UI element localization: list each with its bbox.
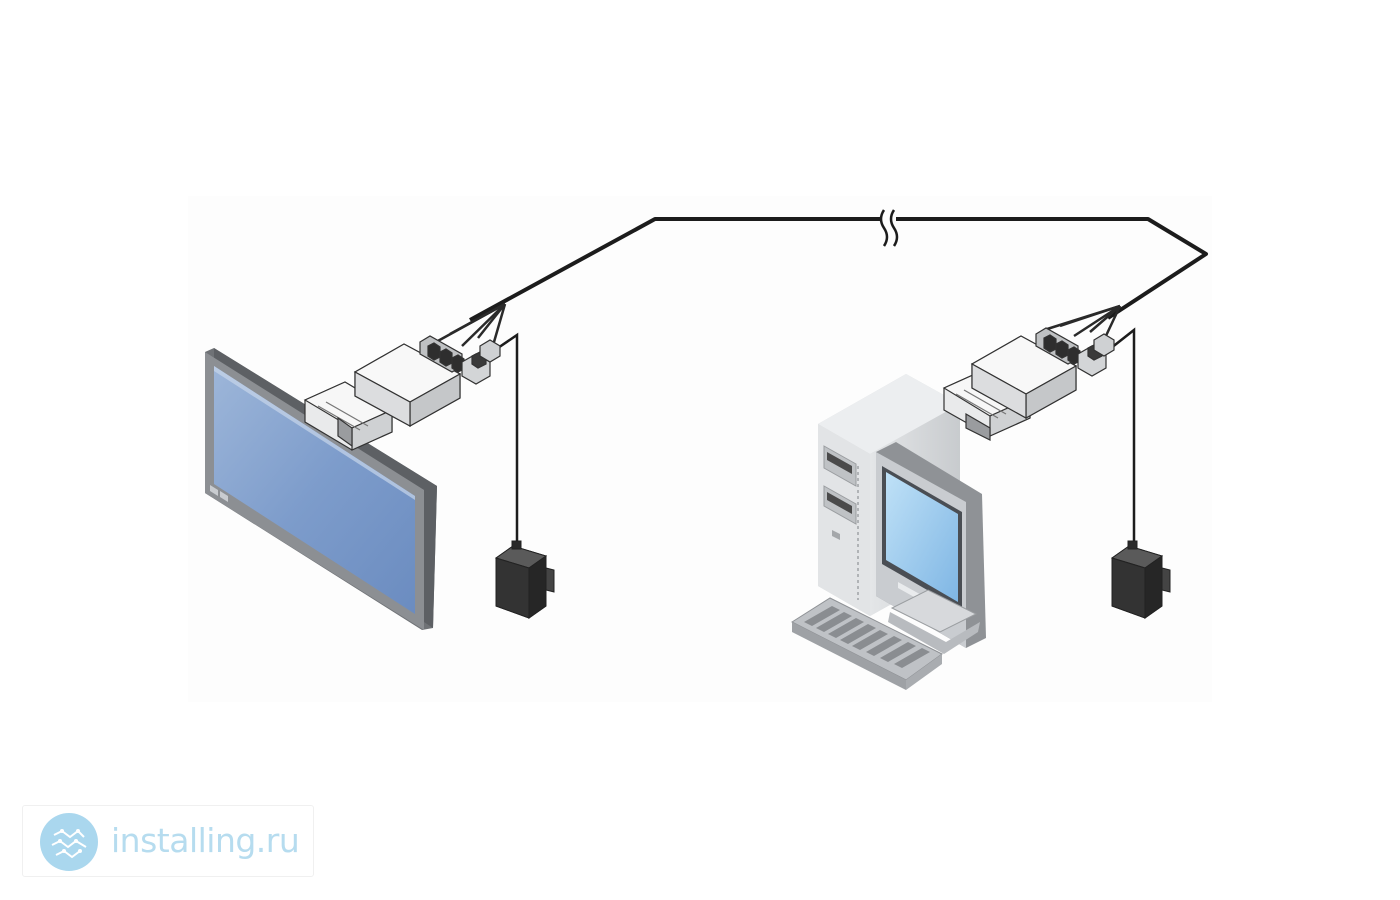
watermark-text: installing.ru <box>111 821 300 860</box>
installing-ru-logo-icon <box>40 813 98 871</box>
fanout-wires-left <box>435 302 507 347</box>
long-cable <box>469 217 1208 322</box>
power-supply-left <box>494 540 555 619</box>
flat-panel-display <box>205 348 437 630</box>
fanout-wires-right <box>1043 304 1122 341</box>
power-supply-right <box>1110 540 1171 619</box>
receiver-adapter <box>303 335 501 451</box>
power-cord-right <box>1105 327 1136 548</box>
cable-break-icon <box>879 209 899 247</box>
watermark: installing.ru <box>22 805 314 877</box>
transmitter-adapter <box>942 327 1115 441</box>
desktop-computer <box>790 374 986 690</box>
